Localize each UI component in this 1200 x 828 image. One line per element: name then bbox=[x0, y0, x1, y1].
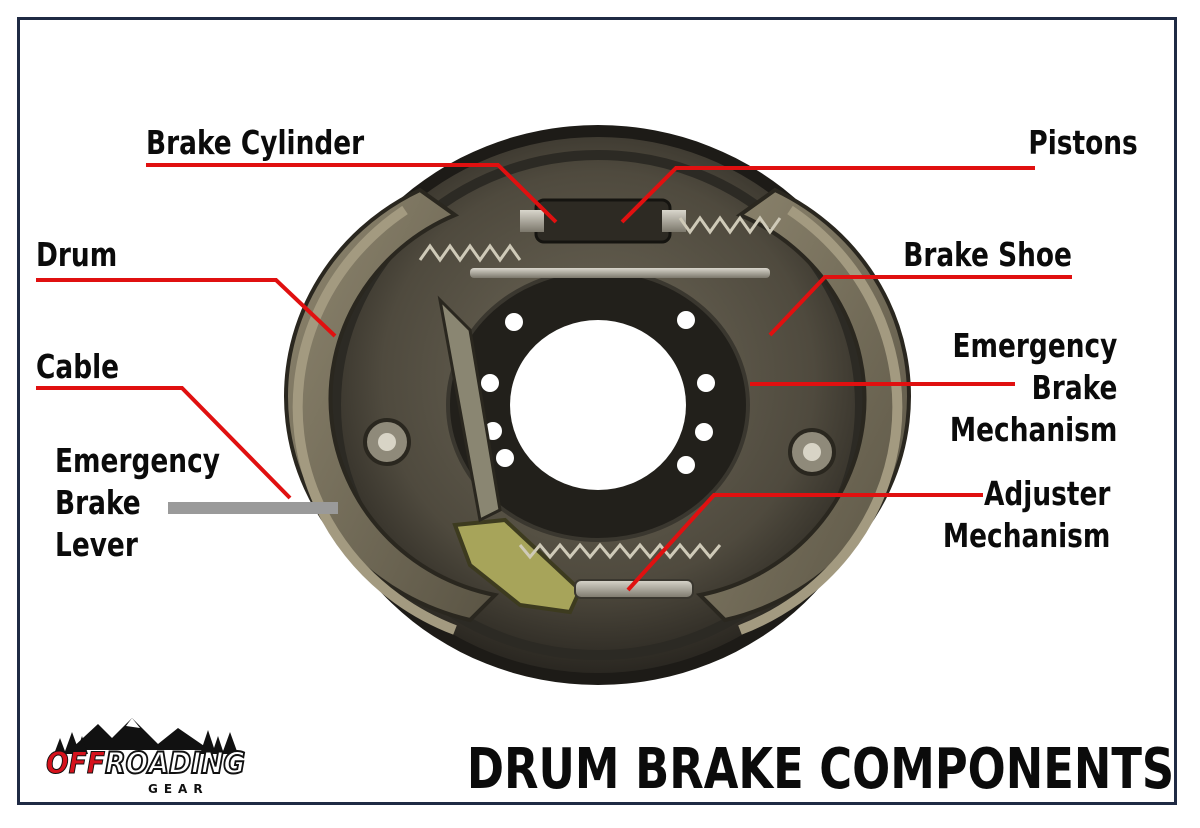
logo-subtext: GEAR bbox=[148, 782, 209, 796]
leader-cable bbox=[36, 386, 292, 500]
parking-brake-arm bbox=[437, 295, 502, 523]
leader-brake-shoe bbox=[768, 275, 1072, 337]
left-shoe-lining bbox=[292, 205, 457, 635]
mountain-trees-icon bbox=[54, 718, 238, 754]
left-piston bbox=[520, 210, 544, 232]
return-springs bbox=[418, 215, 782, 263]
drum-rim bbox=[331, 150, 865, 660]
hub-bore bbox=[510, 320, 686, 490]
leader-lines bbox=[36, 163, 1072, 592]
label-emergency-brake-mechanism: Emergency Brake Mechanism bbox=[949, 326, 1117, 449]
emergency-brake-lever-bar bbox=[168, 502, 338, 514]
leader-pistons bbox=[620, 166, 1035, 224]
logo-text-off: OFF bbox=[46, 746, 106, 780]
label-brake-cylinder: Brake Cylinder bbox=[146, 123, 365, 162]
label-brake-shoe: Brake Shoe bbox=[903, 235, 1072, 274]
label-cable: Cable bbox=[36, 347, 120, 386]
label-adjuster-mechanism: Adjuster Mechanism bbox=[942, 474, 1110, 555]
border-frame bbox=[17, 17, 1177, 805]
logo-wordmark: OFFROADING bbox=[46, 746, 247, 780]
adjuster-screw bbox=[574, 579, 694, 599]
label-drum: Drum bbox=[36, 235, 118, 274]
page-title: DRUM BRAKE COMPONENTS bbox=[466, 737, 1174, 802]
leader-brake-cylinder bbox=[146, 163, 558, 224]
leader-adjuster-mechanism bbox=[626, 493, 983, 592]
right-shoe-lining bbox=[738, 205, 903, 635]
label-emergency-brake-lever: Emergency Brake Lever bbox=[55, 441, 220, 564]
leader-drum bbox=[36, 278, 337, 338]
label-pistons: Pistons bbox=[1028, 123, 1138, 162]
parking-brake-lever-plate bbox=[452, 517, 583, 615]
adjuster-spring bbox=[518, 542, 722, 560]
offroading-gear-logo: OFFROADING GEAR bbox=[40, 710, 250, 800]
right-piston bbox=[662, 210, 686, 232]
hold-down-pins bbox=[363, 418, 836, 476]
right-brake-shoe bbox=[695, 187, 911, 623]
strut-bar bbox=[470, 268, 770, 278]
hub-bolt-holes bbox=[481, 311, 715, 474]
left-brake-shoe bbox=[284, 187, 500, 623]
logo-text-roading: ROADING bbox=[104, 746, 246, 780]
